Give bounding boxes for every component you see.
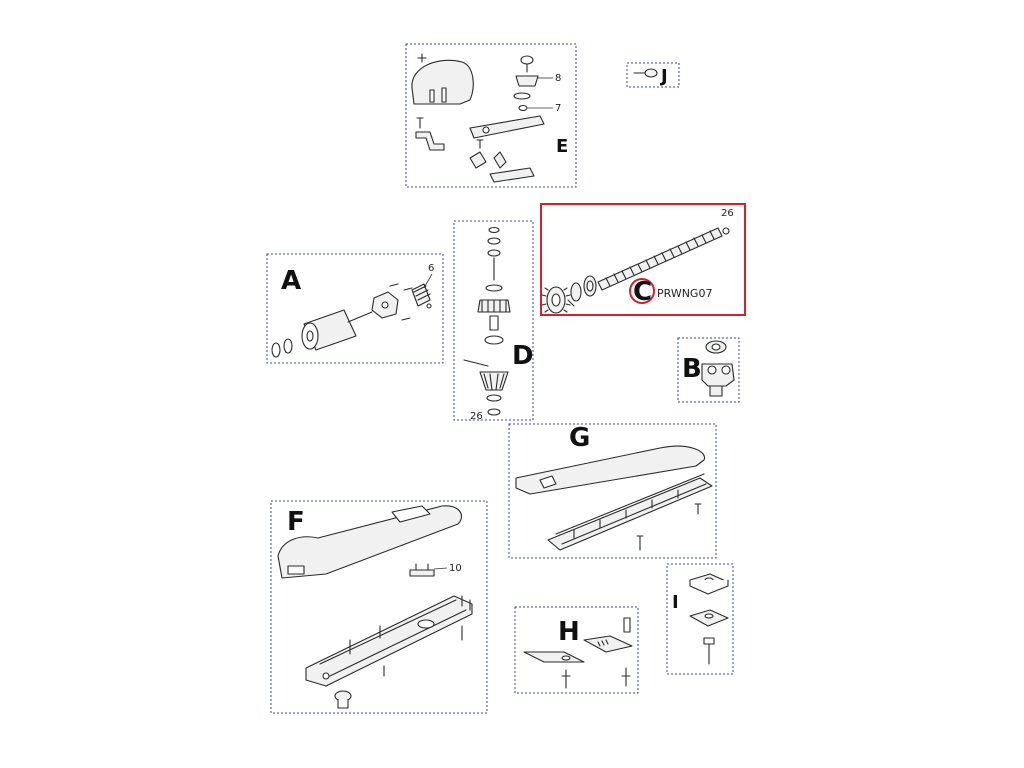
bracket-small (415, 131, 445, 151)
stem (709, 385, 723, 397)
group-c[interactable]: 26 C PRWNG07 (540, 203, 746, 316)
h-fasteners (561, 667, 631, 689)
pinion-gear (411, 283, 431, 307)
group-e[interactable]: 8 7 E (405, 43, 577, 188)
part-number-7: 7 (555, 103, 561, 114)
key-pin (463, 359, 489, 367)
base-housing (305, 595, 473, 687)
group-h-border (514, 606, 639, 694)
group-j-border (626, 62, 680, 88)
flange-screws (389, 283, 413, 321)
group-b[interactable]: B (677, 337, 740, 403)
base-screws (383, 595, 471, 677)
part-number-6: 6 (428, 263, 434, 274)
part-number-8: 8 (555, 73, 561, 84)
group-i-border (666, 563, 734, 675)
eye-bolt (520, 55, 534, 65)
washer (513, 92, 531, 100)
bracket-screw (416, 117, 424, 129)
group-c-letter: C (633, 277, 652, 307)
cover-screw (417, 53, 427, 63)
clip-10 (409, 569, 435, 577)
bolt-i (703, 637, 715, 665)
group-f-border (270, 500, 488, 714)
motor-shaft (347, 311, 373, 323)
group-d[interactable]: D 26 (453, 220, 534, 422)
lever-arm (469, 115, 545, 139)
group-e-letter: E (556, 136, 568, 157)
bushing (515, 75, 539, 87)
eye-bolt-j (644, 68, 658, 78)
group-c-highlight-ring (629, 278, 655, 304)
part-number-26-c: 26 (721, 208, 734, 219)
end-nut (722, 227, 730, 235)
group-d-letter: D (512, 341, 534, 371)
group-e-border (405, 43, 577, 188)
cover-cap-slots (429, 87, 447, 103)
upper-cover (515, 445, 706, 495)
part-number-26-d: 26 (470, 411, 483, 422)
group-a-letter: A (281, 266, 301, 296)
bottom-bushing (334, 690, 352, 702)
group-h-letter: H (558, 617, 580, 647)
group-b-letter: B (682, 354, 702, 384)
group-j-letter: J (659, 66, 668, 87)
group-d-border (453, 220, 534, 421)
group-g[interactable]: G (508, 423, 717, 559)
o-ring-2 (283, 338, 293, 354)
pin-h (623, 617, 631, 633)
group-b-border (677, 337, 740, 403)
group-i[interactable]: I (666, 563, 734, 675)
group-c-border-highlight (540, 203, 746, 316)
group-i-letter: I (672, 592, 679, 613)
o-ring-1 (271, 342, 281, 358)
group-j[interactable]: J (626, 62, 680, 88)
cover-connector (287, 565, 305, 575)
clip-pair (469, 151, 507, 169)
part-code: PRWNG07 (657, 287, 712, 300)
housing-cover (277, 505, 462, 579)
bushing-c (570, 282, 582, 302)
rail-screws (636, 503, 702, 551)
worm-threads (605, 230, 715, 287)
group-f[interactable]: F 10 (270, 500, 488, 714)
plate-flat (523, 651, 585, 663)
group-g-border (508, 423, 717, 559)
group-g-letter: G (569, 423, 590, 453)
nut (518, 104, 528, 112)
group-a[interactable]: A 6 (266, 253, 444, 364)
group-f-letter: F (287, 507, 305, 537)
part-number-10: 10 (449, 563, 462, 574)
group-h[interactable]: H (514, 606, 639, 694)
base-rail (547, 477, 713, 551)
group-a-border (266, 253, 444, 364)
cover-cap (411, 59, 474, 105)
spring (489, 315, 499, 331)
lower-plate (489, 167, 535, 183)
